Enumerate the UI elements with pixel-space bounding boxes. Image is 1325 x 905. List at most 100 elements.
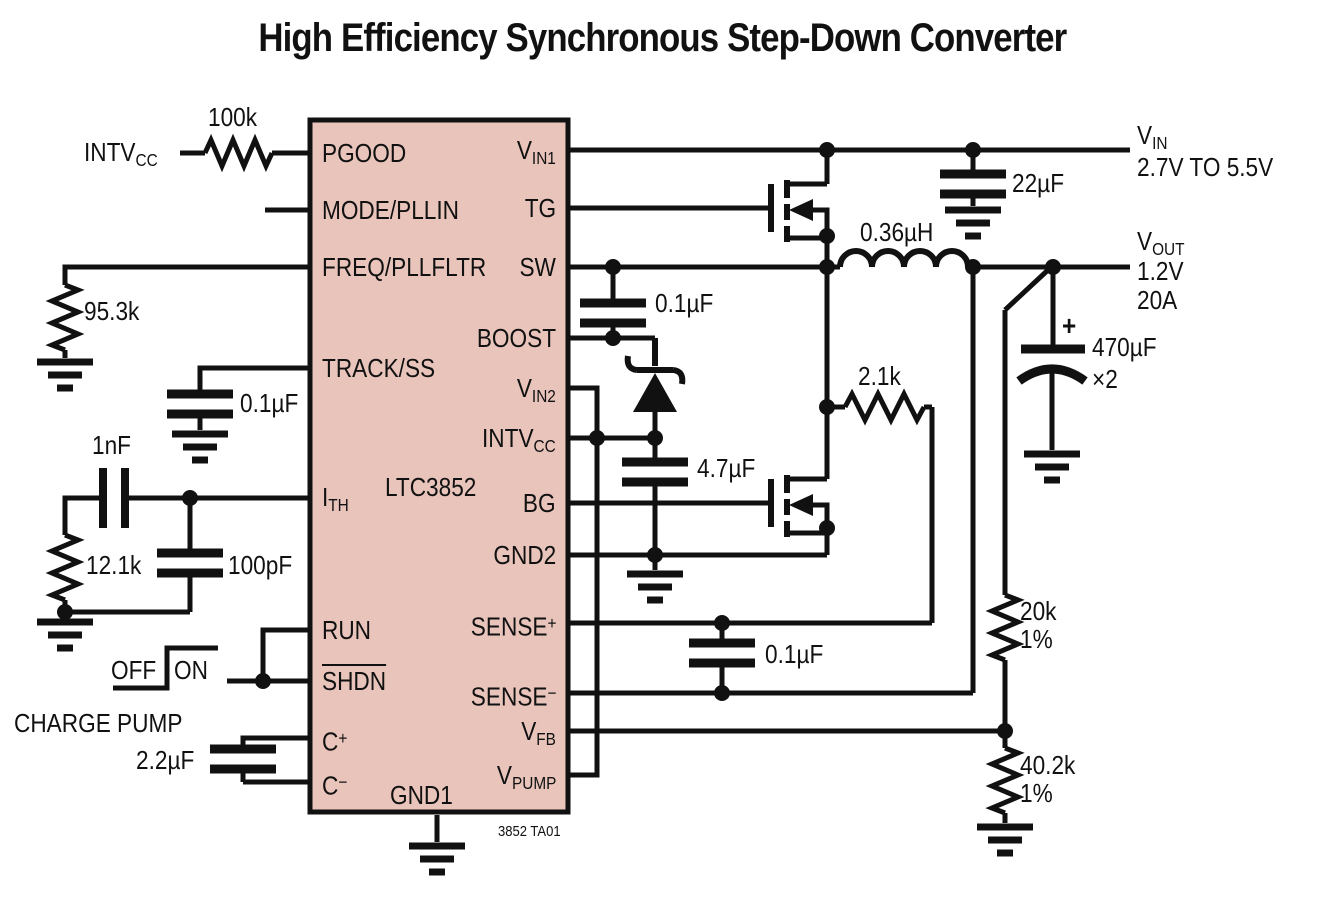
cap-2u2-label: 2.2µF: [136, 745, 195, 775]
on-label: ON: [174, 655, 208, 685]
ground-symbol: [37, 622, 93, 648]
junction-dot: [997, 723, 1013, 739]
gnd1-connection: [409, 815, 465, 872]
junction-dot: [819, 228, 835, 244]
sense-cap-0u1: [689, 623, 755, 693]
page-title: High Efficiency Synchronous Step-Down Co…: [258, 16, 1068, 60]
capacitor-100pF: [157, 548, 223, 578]
vout-voltage-label: 1.2V: [1137, 256, 1184, 286]
resistor-20k: [985, 592, 1025, 663]
off-label: OFF: [111, 655, 157, 685]
resistor-40k2-label: 40.2k: [1020, 750, 1076, 780]
junction-dot: [647, 430, 663, 446]
pin-label-gnd2: GND2: [493, 540, 556, 570]
pin-label-freq-pllfltr: FREQ/PLLFLTR: [322, 252, 487, 282]
junction-dot: [819, 520, 835, 536]
junction-dot: [714, 685, 730, 701]
resistor-100k: [202, 133, 275, 173]
pin-label-track-ss: TRACK/SS: [322, 353, 436, 383]
resistor-40k2: [985, 745, 1025, 816]
pin-label-pgood: PGOOD: [322, 138, 407, 168]
ground-symbol: [409, 846, 465, 872]
junction-dot: [605, 330, 621, 346]
junction-dot: [589, 430, 605, 446]
charge-pump-label: CHARGE PUMP: [14, 708, 183, 738]
freq-network: [37, 264, 312, 388]
pin-label-ith: ITH: [322, 482, 349, 515]
capacitor-2u2: [210, 744, 276, 774]
pin-label-tg: TG: [524, 193, 556, 223]
pin-label-shdn: SHDN: [322, 666, 387, 696]
junction-dots: [57, 142, 1061, 739]
cap-4u7-label: 4.7µF: [697, 453, 756, 483]
pin-label-sense-plus: SENSE+: [470, 611, 556, 642]
capacitor-1nF: [99, 468, 129, 528]
cap-470uF-label: 470µF: [1092, 332, 1157, 362]
ground-symbol: [945, 210, 1001, 236]
vin2-vpump-wire: [566, 385, 600, 778]
junction-dot: [1045, 259, 1061, 275]
feedback-divider: [977, 268, 1050, 853]
cap-470uF-mult-label: ×2: [1092, 364, 1118, 394]
junction-dot: [819, 399, 835, 415]
resistor-40k2-tol-label: 1%: [1020, 778, 1053, 808]
top-mosfet: [768, 150, 830, 267]
intvcc-source-label: INTVCC: [84, 137, 158, 170]
resistor-100k-label: 100k: [208, 102, 258, 132]
pin-label-sense-minus: SENSE−: [470, 681, 556, 712]
resistor-2k1-label: 2.1k: [858, 361, 901, 391]
cap-22uF-label: 22µF: [1012, 168, 1065, 198]
pin-label-vpump: VPUMP: [496, 760, 556, 793]
intvcc-cap-4u7: [622, 438, 688, 600]
junction-dot: [647, 547, 663, 563]
pin-label-bg: BG: [523, 488, 556, 518]
body-diode-arrow: [789, 199, 813, 221]
boost-schottky-diode: [624, 338, 686, 438]
boost-cap-0u1: [580, 267, 646, 338]
polarity-plus-sign: +: [1062, 310, 1077, 341]
pin-label-boost: BOOST: [476, 323, 556, 353]
pin-label-vfb: VFB: [521, 716, 556, 749]
junction-dot: [714, 615, 730, 631]
junction-dot: [965, 142, 981, 158]
resistor-12k1-label: 12.1k: [86, 550, 142, 580]
pgood-pullup-network: [180, 133, 312, 173]
pin-label-intvcc: INTVCC: [482, 423, 556, 456]
resistor-12k1: [45, 532, 85, 603]
junction-dot: [605, 259, 621, 275]
junction-dot: [819, 142, 835, 158]
resistor-20k-label: 20k: [1020, 596, 1057, 626]
resistor-95k3-label: 95.3k: [84, 296, 140, 326]
pin-label-vin2: VIN2: [516, 373, 556, 406]
figure-note: 3852 TA01: [498, 823, 561, 840]
inductor-label: 0.36µH: [860, 217, 934, 247]
chip-name: LTC3852: [385, 472, 477, 502]
pin-label-c-plus: C+: [322, 726, 348, 757]
sense-cap-label: 0.1µF: [765, 639, 824, 669]
cap-1nF-label: 1nF: [92, 430, 131, 460]
junction-dot: [255, 673, 271, 689]
track-cap-label: 0.1µF: [240, 388, 299, 418]
input-cap-22uF: [940, 150, 1006, 236]
inductor-0u36: [837, 248, 971, 268]
vin-range-label: 2.7V TO 5.5V: [1137, 152, 1274, 182]
ground-symbol: [1024, 454, 1080, 480]
body-diode-arrow: [789, 494, 813, 516]
junction-dot: [819, 259, 835, 275]
resistor-20k-tol-label: 1%: [1020, 624, 1053, 654]
resistor-95k3: [45, 282, 85, 353]
ground-symbol: [37, 362, 93, 388]
pin-label-c-minus: C−: [322, 770, 348, 801]
bottom-mosfet: [768, 475, 830, 555]
pin-label-mode-pllin: MODE/PLLIN: [322, 195, 460, 225]
cap-100pF-label: 100pF: [228, 550, 293, 580]
ground-symbol: [172, 434, 228, 460]
junction-dot: [182, 490, 198, 506]
pin-label-run: RUN: [322, 615, 372, 645]
track-ss-cap: [167, 365, 312, 460]
ground-symbol: [977, 827, 1033, 853]
junction-dot: [965, 259, 981, 275]
output-cap-470uF: [1016, 267, 1088, 480]
